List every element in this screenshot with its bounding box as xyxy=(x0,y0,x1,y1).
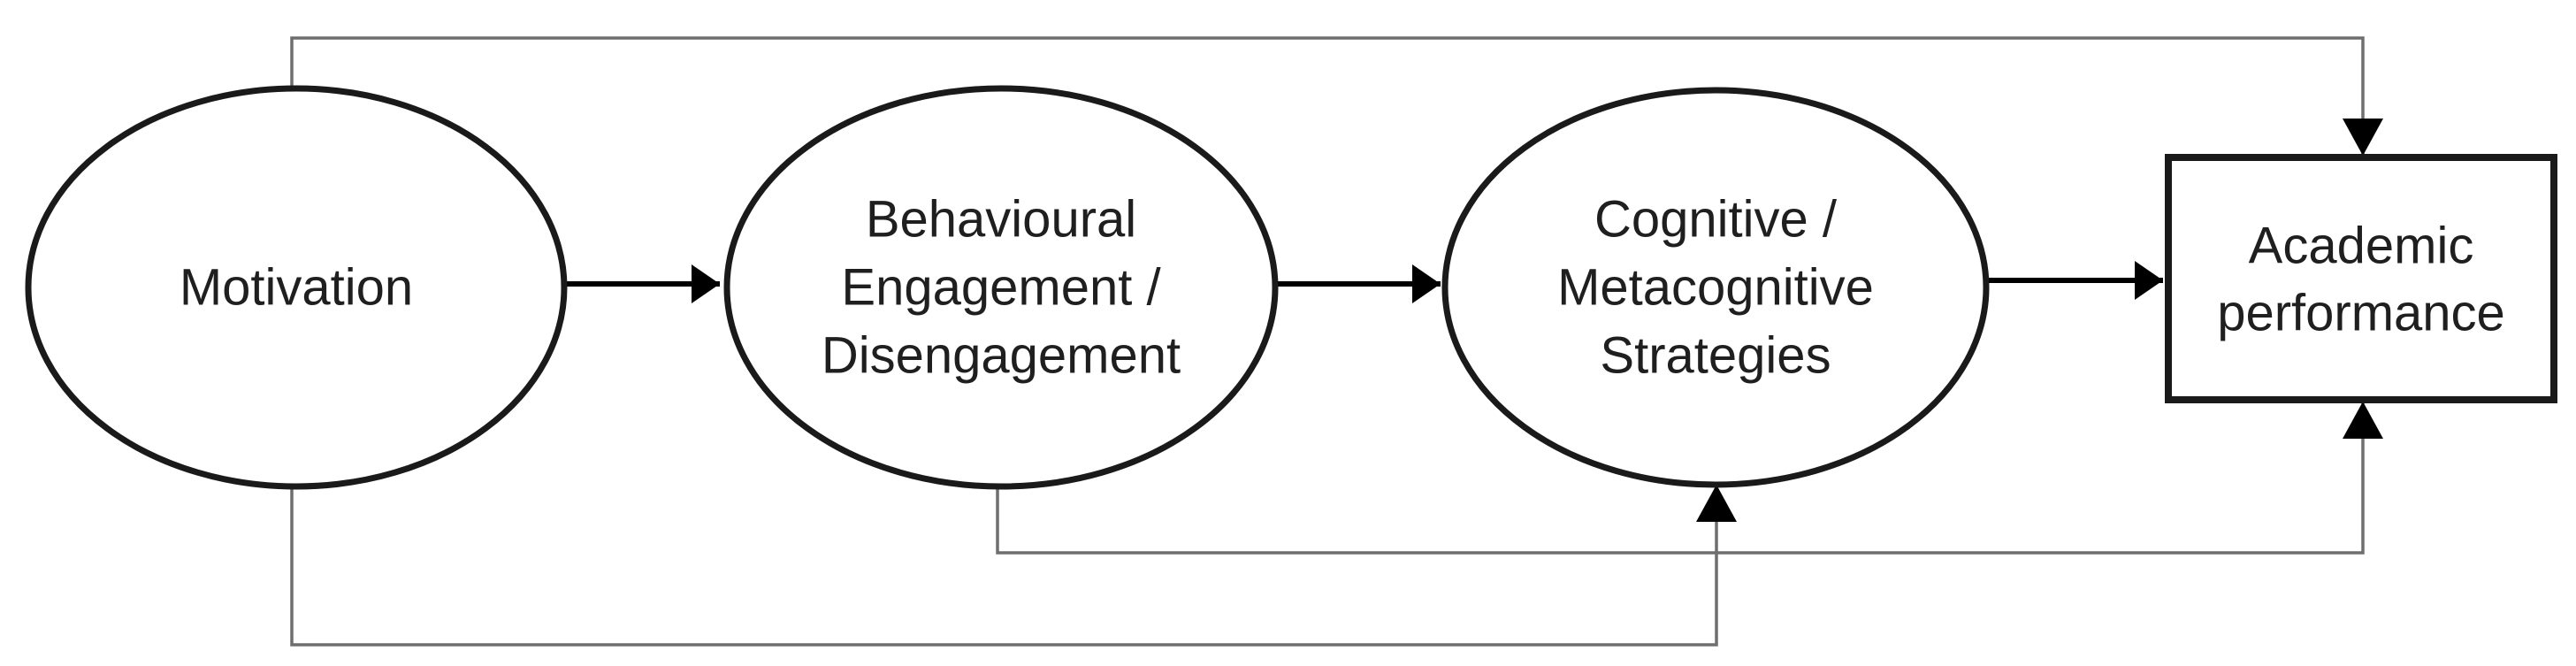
cognitive-label-line3: Strategies xyxy=(1600,327,1831,385)
behavioural-node-shape xyxy=(723,85,1279,490)
connector-motivation-to-cognitive-bottom xyxy=(290,485,1737,647)
academic-label-line2: performance xyxy=(2217,285,2505,342)
academic-node-shape xyxy=(2165,154,2557,403)
academic-label-line1: Academic xyxy=(2249,218,2474,275)
behavioural-label-line1: Behavioural xyxy=(866,191,1136,249)
cognitive-label: Cognitive / Metacognitive Strategies xyxy=(1557,191,1874,385)
motivation-node-shape xyxy=(25,85,568,490)
cognitive-label-line2: Metacognitive xyxy=(1557,259,1874,317)
behavioural-label-line3: Disengagement xyxy=(822,327,1181,385)
motivation-label: Motivation xyxy=(180,259,413,317)
connector-motivation-to-academic-top xyxy=(290,36,2383,156)
behavioural-label: Behavioural Engagement / Disengagement xyxy=(822,191,1181,385)
behavioural-label-line2: Engagement / xyxy=(841,259,1161,317)
connector-behavioural-to-academic-bottom xyxy=(996,402,2383,555)
academic-label: Academic performance xyxy=(2217,218,2505,342)
cognitive-node-shape xyxy=(1441,87,1990,488)
cognitive-label-line1: Cognitive / xyxy=(1594,191,1838,249)
